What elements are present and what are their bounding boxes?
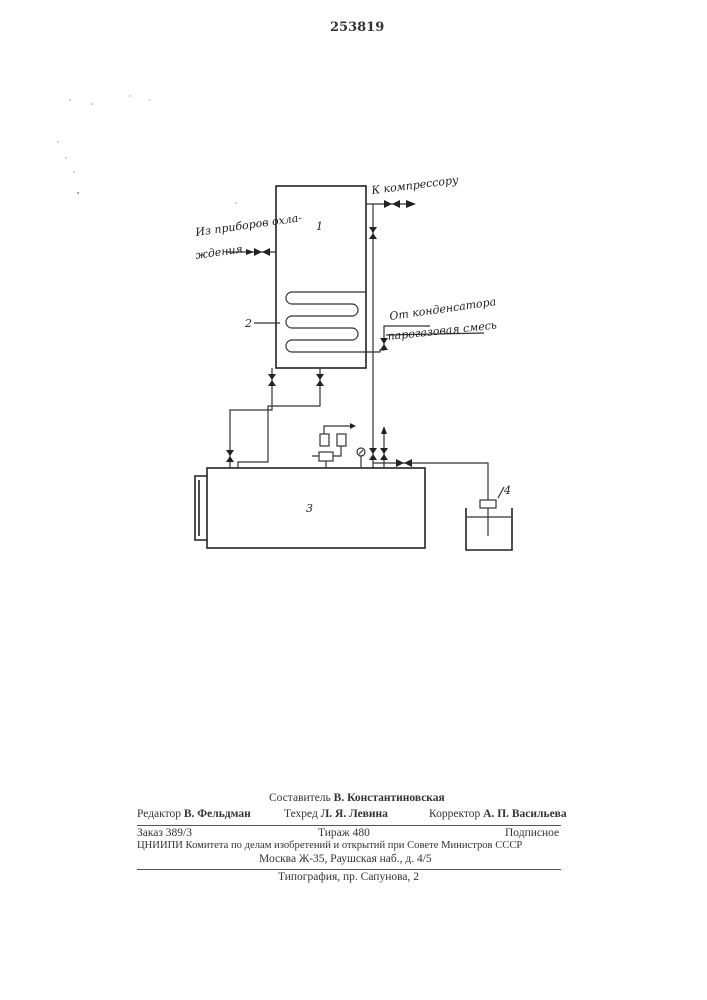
label-4: 4 <box>503 484 511 497</box>
bottom-pipe-left <box>230 368 272 468</box>
valve-bottom-right <box>316 374 324 386</box>
address: Москва Ж-35, Раушская наб., д. 4/5 <box>259 853 432 865</box>
institute: ЦНИИПИ Комитета по делам изобретений и о… <box>137 840 522 851</box>
coil-2 <box>286 292 366 352</box>
label-2: 2 <box>244 317 252 330</box>
inlet-arrow <box>246 249 254 255</box>
subscription: Подписное <box>505 827 559 839</box>
editor-name: В. Фельдман <box>184 808 251 820</box>
printing-house: Типография, пр. Сапунова, 2 <box>278 871 419 883</box>
vent-valve <box>369 448 377 460</box>
compiler-line: Составитель В. Константиновская <box>269 792 445 804</box>
valve-tank-left <box>226 450 234 462</box>
label-from-cooling-1: Из приборов охла- <box>194 211 303 239</box>
drain-valve <box>396 459 412 467</box>
label-1: 1 <box>316 220 323 233</box>
inlet-valve <box>254 248 270 256</box>
vent-arrow <box>381 426 387 434</box>
corrector-line: Корректор А. П. Васильева <box>429 808 567 820</box>
compiler-label: Составитель <box>269 792 331 804</box>
editor-label: Редактор <box>137 808 181 820</box>
corrector-label: Корректор <box>429 808 480 820</box>
vent-pipe-valve <box>380 448 388 460</box>
corrector-name: А. П. Васильева <box>483 808 567 820</box>
gauge <box>357 448 365 468</box>
riser-valve-top <box>369 227 377 239</box>
bottom-pipe-right <box>238 368 320 468</box>
instrument-group <box>312 423 356 468</box>
label-compressor: К компрессору <box>370 173 460 197</box>
techred-label: Техред <box>284 808 318 820</box>
scan-specks <box>57 95 237 204</box>
chamber-door <box>195 476 207 540</box>
order-number: Заказ 389/3 <box>137 827 192 839</box>
condenser-valve <box>380 338 388 350</box>
editor-line: Редактор В. Фельдман <box>137 808 251 820</box>
chamber-3 <box>207 468 425 548</box>
label-from-cooling-2: ждения <box>195 242 244 261</box>
techred-name: Л. Я. Левина <box>321 808 388 820</box>
label-from-condenser: От конденсатора <box>389 295 497 323</box>
compressor-arrow <box>406 200 416 208</box>
valve-bottom-left <box>268 374 276 386</box>
label-3: 3 <box>306 502 313 515</box>
colophon-rule-bottom <box>137 869 561 870</box>
label-vapor-gas-mix: парогазовая смесь <box>387 319 497 343</box>
techred-line: Техред Л. Я. Левина <box>284 808 388 820</box>
print-run: Тираж 480 <box>318 827 370 839</box>
colophon-rule-top <box>137 825 561 826</box>
compressor-valve <box>384 200 400 208</box>
compiler-name: В. Константиновская <box>334 792 445 804</box>
